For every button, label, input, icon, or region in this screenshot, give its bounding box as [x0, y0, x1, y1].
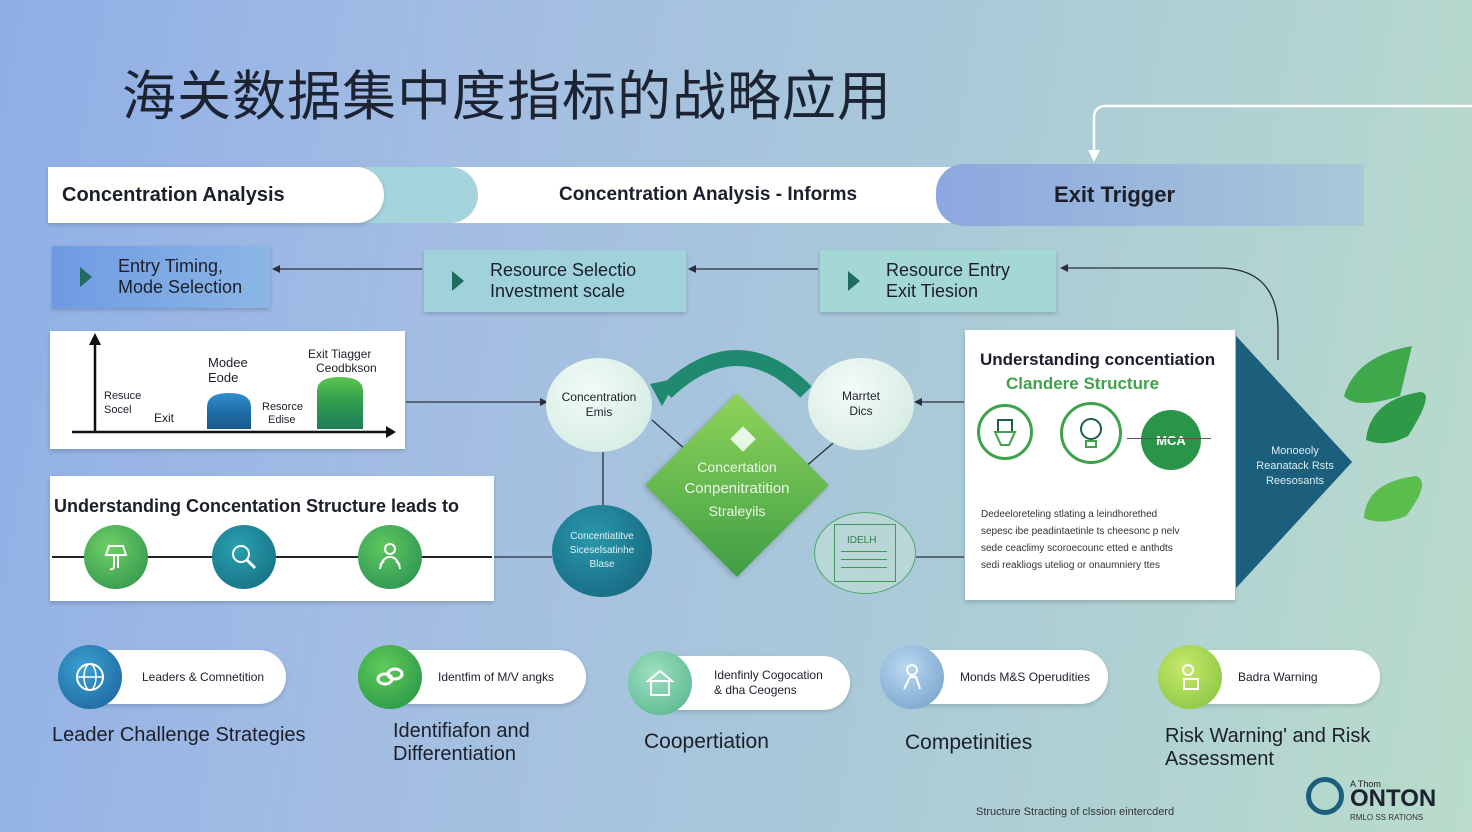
pill-text-4: Monds M&S Operudities	[960, 670, 1091, 684]
right-subheading: Clandere Structure	[1006, 374, 1160, 393]
label-competinities: Competinities	[905, 731, 1033, 754]
link-icon	[358, 645, 422, 709]
circle-right-line1: Marrtet	[841, 389, 880, 403]
logo-tiny: A Thom	[1350, 779, 1381, 789]
chevron-line1: Monoeoly	[1271, 445, 1319, 457]
document-icon: IDELH	[834, 524, 896, 582]
understanding-concentration-panel: Understanding concentiation Clandere Str…	[965, 330, 1235, 600]
step-entry-timing: Entry Timing,Mode Selection	[52, 246, 270, 308]
right-heading: Understanding concentiation	[980, 350, 1216, 369]
body-line3: sede ceaclimy scoroecounc etted e anthdt…	[981, 543, 1173, 554]
bottom-circle-line3: Blase	[589, 559, 615, 570]
pill-text-1: Leaders & Comnetition	[142, 670, 265, 684]
building-icon	[628, 651, 692, 715]
person-icon	[880, 645, 944, 709]
understanding-structure-panel: Understanding Concentation Structure lea…	[50, 476, 494, 601]
step-entry-exit-line1: Resource Entry	[886, 260, 1011, 280]
label-exit-trigger2: Ceodbkson	[316, 361, 377, 375]
document-circle: IDELH	[814, 512, 916, 594]
cup-icon	[977, 404, 1033, 460]
strategy-banner: Concentration Analysis Concentration Ana…	[48, 164, 1364, 226]
label-risk-line2: Assessment	[1165, 748, 1274, 770]
step-entry-exit-line2: Exit Tiesion	[886, 281, 979, 301]
badge-line	[1127, 438, 1211, 439]
monopoly-chevron	[1236, 336, 1426, 588]
label-resource2: Socel	[104, 404, 132, 416]
label-leader-challenge: Leader Challenge Strategies	[52, 724, 306, 746]
mode-bar-chart	[72, 333, 396, 438]
pill-leaders-competition: Leaders & Comnetition	[58, 645, 286, 709]
label-identification: Identifiafon and Differentiation	[393, 720, 530, 766]
label-risk: Risk Warning' and Risk Assessment	[1165, 725, 1370, 771]
banner-concentration-analysis: Concentration Analysis	[48, 167, 384, 223]
right-body: Dedeeloreteling stlating a leindhorethed…	[981, 506, 1225, 574]
step-entry-line1: Entry Timing,	[118, 256, 224, 276]
diamond-line2: Conpenitratition	[684, 480, 790, 497]
chevron-line3: Reesosants	[1265, 475, 1325, 487]
step-resource-line2: Investment scale	[490, 281, 626, 301]
pill-text-3a: Idenfinly Cogocation	[714, 668, 823, 682]
understanding-heading: Understanding Concentation Structure lea…	[54, 496, 460, 516]
pill-text-5: Badra Warning	[1238, 670, 1318, 684]
mca-badge-icon: MCA	[1141, 410, 1201, 470]
mode-chart-panel: Modee Eode Exit Tiagger Ceodbkson Resuce…	[50, 331, 405, 449]
label-mode2: Eode	[208, 370, 239, 385]
body-line4: sedi reakliogs uteliog or onaumniery tte…	[981, 560, 1160, 571]
logo-name: ONTON	[1350, 785, 1437, 812]
label-cooperation: Coopertiation	[644, 730, 769, 753]
lamp-icon	[84, 525, 148, 589]
circle-left-line2: Emis	[585, 405, 613, 419]
note-card-text: IDELH	[847, 535, 877, 546]
onton-logo: A Thom ONTON RMLO SS RATIONS	[1306, 775, 1456, 825]
label-resource1: Resuce	[104, 390, 142, 402]
page-title: 海关数据集中度指标的战略应用	[122, 65, 892, 128]
step-resource-line1: Resource Selectio	[490, 260, 637, 280]
circle-right-line2: Dics	[849, 404, 873, 418]
play-icon	[848, 271, 860, 291]
step-entry-line2: Mode Selection	[118, 277, 243, 297]
globe-icon	[58, 645, 122, 709]
top-right-connector	[1088, 104, 1472, 162]
cycle-arrow	[650, 350, 812, 406]
diamond-line3: Straleyils	[708, 503, 766, 519]
body-line1: Dedeeloreteling stlating a leindhorethed	[981, 509, 1158, 520]
body-line2: sepesc ibe peadintaetinle ts cheesonc p …	[981, 526, 1180, 537]
logo-sub: RMLO SS RATIONS	[1350, 813, 1424, 822]
bottom-circle-line2: Siceselsatinhe	[569, 545, 635, 556]
label-exit: Exit	[154, 411, 175, 425]
label-resource-b2: Edise	[268, 414, 296, 426]
circle-left-line1: Concentration	[561, 390, 637, 404]
magnifier-icon	[212, 525, 276, 589]
label-resource-b1: Resorce	[262, 401, 303, 413]
label-identification-line2: Differentiation	[393, 743, 517, 765]
pill-ms-opportunities: Monds M&S Operudities	[880, 645, 1108, 709]
warning-figure-icon	[1158, 645, 1222, 709]
label-mode1: Modee	[208, 355, 248, 370]
play-icon	[452, 271, 464, 291]
footer-text: Structure Stracting of clssion eintercde…	[976, 806, 1175, 818]
mca-badge-text: MCA	[1156, 432, 1186, 448]
play-icon	[80, 267, 92, 287]
banner-exit-trigger: Exit Trigger	[936, 164, 1364, 226]
bulb-icon	[1060, 402, 1122, 464]
pill-text-3b: & dha Ceogens	[714, 683, 797, 697]
pill-identification: Identfim of M/V angks	[358, 645, 586, 709]
people-icon	[358, 525, 422, 589]
logo-ring-icon	[1306, 777, 1344, 815]
label-risk-line1: Risk Warning' and Risk	[1165, 725, 1371, 747]
chevron-line2: Reanatack Rsts	[1256, 460, 1334, 472]
pill-cooperation: Idenfinly Cogocation& dha Ceogens	[628, 651, 850, 715]
pill-badra-warning: Badra Warning	[1158, 645, 1380, 709]
bottom-circle-line1: Concentiatitve	[570, 531, 634, 542]
label-identification-line1: Identifiafon and	[393, 720, 530, 742]
label-exit-trigger1: Exit Tiagger	[308, 347, 372, 361]
pill-text-2: Identfim of M/V angks	[438, 670, 555, 684]
diamond-line1: Concertation	[697, 459, 777, 475]
banner-concentration-informs: Concentration Analysis - Informs	[448, 167, 968, 223]
